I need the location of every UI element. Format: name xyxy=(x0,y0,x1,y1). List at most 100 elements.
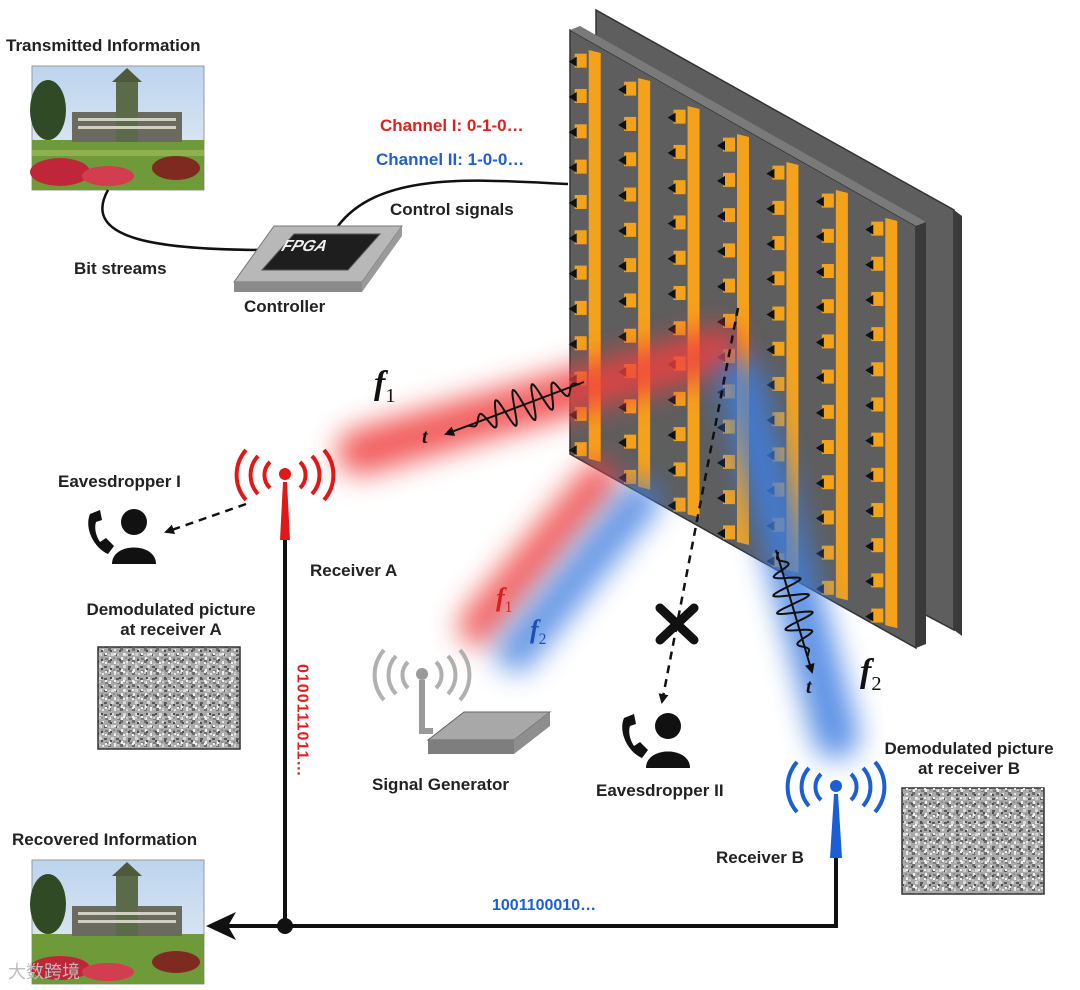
metasurface-patch xyxy=(574,300,587,315)
metasurface-patch xyxy=(772,165,785,180)
pin-diode-icon xyxy=(568,197,577,208)
pin-diode-icon xyxy=(717,528,725,539)
subscript-1: 1 xyxy=(385,384,396,407)
pin-diode-icon xyxy=(766,203,775,214)
pin-diode-icon xyxy=(667,324,676,335)
metasurface-patch xyxy=(821,369,834,384)
transmitted-photo xyxy=(30,65,205,191)
symbol-f1-large: f1 xyxy=(374,364,396,408)
metasurface-patch xyxy=(821,334,834,349)
subscript-2: 2 xyxy=(871,672,882,695)
pin-diode-icon xyxy=(865,541,874,552)
metasurface-patch xyxy=(574,159,587,174)
metasurface-patch xyxy=(574,124,587,139)
pin-diode-icon xyxy=(618,119,627,130)
pin-diode-icon xyxy=(717,246,725,257)
label-transmitted: Transmitted Information xyxy=(6,36,201,55)
metasurface-patch xyxy=(821,475,834,490)
symbol-f: f xyxy=(530,615,539,644)
label-demod-a-line2: at receiver A xyxy=(120,619,222,639)
pin-diode-icon xyxy=(766,274,775,285)
blue-beam-f2 xyxy=(717,357,859,759)
pin-diode-icon xyxy=(618,437,627,448)
pin-diode-icon xyxy=(717,281,725,292)
demod-picture-a xyxy=(97,646,241,750)
metasurface-patch xyxy=(673,462,686,477)
antenna-gray-icon xyxy=(372,648,472,732)
metasurface-patch xyxy=(723,490,735,505)
metasurface-patch xyxy=(772,412,785,427)
pin-diode-icon xyxy=(865,576,874,587)
metasurface-patch xyxy=(871,573,884,588)
red-beam-incident xyxy=(458,460,620,646)
pin-diode-icon xyxy=(667,289,676,300)
metasurface-patch xyxy=(624,469,637,484)
label-signal-generator: Signal Generator xyxy=(372,775,509,794)
metasurface-patch xyxy=(673,427,686,442)
label-bit-streams: Bit streams xyxy=(74,259,167,278)
pin-diode-icon xyxy=(667,183,676,194)
metasurface-patch xyxy=(821,510,834,525)
metasurface-patch xyxy=(821,264,834,279)
antenna-red-icon xyxy=(234,448,336,540)
metasurface-stripe xyxy=(835,190,848,601)
metasurface-patch xyxy=(772,376,785,391)
metasurface-patch xyxy=(772,341,785,356)
metasurface-patch xyxy=(624,399,637,414)
pin-diode-icon xyxy=(667,147,676,158)
metasurface-patch xyxy=(821,228,834,243)
pin-diode-icon xyxy=(865,330,874,341)
demod-picture-b xyxy=(901,787,1045,895)
metasurface-patch xyxy=(772,236,785,251)
subscript-1: 1 xyxy=(504,599,513,617)
pin-diode-icon xyxy=(815,372,824,383)
metasurface-patch xyxy=(821,193,834,208)
metasurface-patch xyxy=(723,313,735,328)
symbol-f: f xyxy=(374,365,386,402)
pin-diode-icon xyxy=(667,430,676,441)
recovered-photo xyxy=(30,859,205,985)
antenna-blue-icon xyxy=(785,760,887,858)
metasurface-patch xyxy=(624,222,637,237)
bitstream-cable xyxy=(101,189,269,252)
label-demod-b: Demodulated picture at receiver B xyxy=(858,739,1080,778)
metasurface-patch xyxy=(673,180,686,195)
symbol-f: f xyxy=(496,583,505,612)
pin-diode-icon xyxy=(815,196,824,207)
pin-diode-icon xyxy=(766,379,775,390)
x-mark-icon xyxy=(655,603,699,645)
metasurface-patch xyxy=(871,397,884,412)
pin-diode-icon xyxy=(717,422,725,433)
pin-diode-icon xyxy=(618,296,627,307)
metasurface-patch xyxy=(871,503,884,518)
pin-diode-icon xyxy=(618,331,627,342)
pin-diode-icon xyxy=(865,470,874,481)
blue-beam-incident xyxy=(496,480,660,672)
metasurface-patch xyxy=(871,291,884,306)
pin-diode-icon xyxy=(717,140,725,151)
metasurface-stripe xyxy=(885,218,898,629)
pin-diode-icon xyxy=(865,400,874,411)
metasurface-stripe xyxy=(687,106,700,518)
pin-diode-icon xyxy=(667,253,676,264)
pin-diode-icon xyxy=(815,267,824,278)
metasurface-patch xyxy=(821,404,834,419)
symbol-t-1: t xyxy=(422,426,428,448)
pin-diode-icon xyxy=(568,233,577,244)
metasurface-patch xyxy=(871,362,884,377)
metasurface-patch xyxy=(624,187,637,202)
metasurface-patch xyxy=(871,538,884,553)
pin-diode-icon xyxy=(568,91,577,102)
metasurface-patch xyxy=(821,580,834,595)
pin-diode-icon xyxy=(815,302,824,313)
metasurface-stripe xyxy=(786,162,799,573)
pin-diode-icon xyxy=(717,493,725,504)
pin-diode-icon xyxy=(815,478,824,489)
pin-diode-icon xyxy=(815,231,824,242)
pin-diode-icon xyxy=(717,211,725,222)
label-fpga: FPGA xyxy=(279,238,330,255)
metasurface-patch xyxy=(574,194,587,209)
metasurface-patch xyxy=(574,230,587,245)
